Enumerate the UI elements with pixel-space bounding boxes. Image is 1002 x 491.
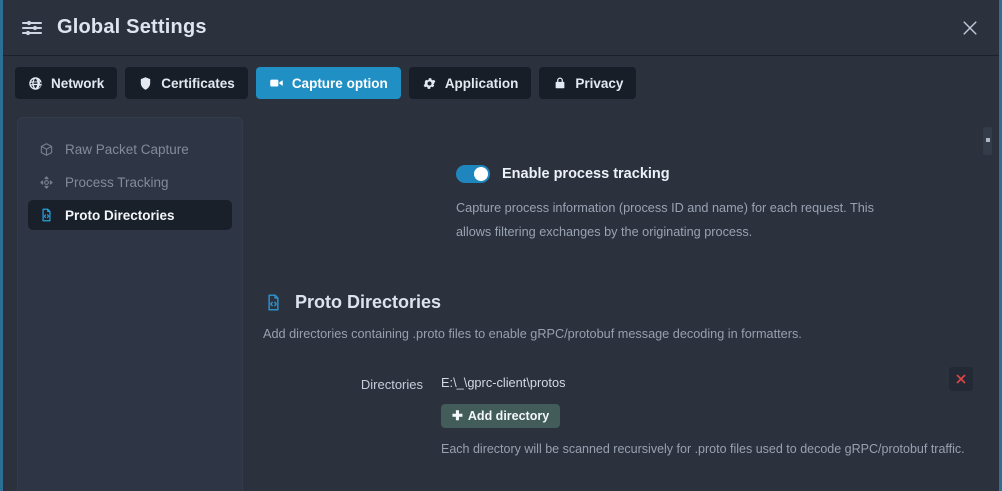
tab-label: Certificates <box>161 75 235 91</box>
add-directory-label: Add directory <box>467 408 550 423</box>
settings-main-panel: Enable process tracking Capture process … <box>243 117 999 491</box>
shield-icon <box>138 76 153 91</box>
tab-label: Network <box>51 75 105 91</box>
video-camera-icon <box>269 76 284 91</box>
window-titlebar: Global Settings <box>3 0 999 56</box>
settings-tabbar: Network Certificates Capture option <box>3 56 999 110</box>
tab-label: Application <box>444 75 519 91</box>
sidebar-item-label: Proto Directories <box>65 207 175 223</box>
sidebar-item-proto-directories[interactable]: Proto Directories <box>28 200 232 230</box>
remove-directory-button[interactable] <box>949 367 973 391</box>
directories-note: Each directory will be scanned recursive… <box>441 441 965 456</box>
sidebar-item-label: Raw Packet Capture <box>65 141 189 157</box>
plus-icon: ✚ <box>452 408 463 424</box>
tab-network[interactable]: Network <box>15 67 118 99</box>
cube-icon <box>38 141 54 157</box>
close-icon[interactable] <box>955 13 985 43</box>
gear-icon <box>422 76 437 91</box>
enable-process-tracking-row: Enable process tracking <box>243 165 999 183</box>
tab-label: Privacy <box>575 75 624 91</box>
lock-icon <box>552 76 567 91</box>
sidebar-item-label: Process Tracking <box>65 174 169 190</box>
file-code-icon <box>263 291 283 313</box>
tab-capture-option[interactable]: Capture option <box>255 67 401 99</box>
directories-field-row: Directories E:\_\gprc-client\protos ✚ Ad… <box>243 367 999 456</box>
enable-process-tracking-label: Enable process tracking <box>502 166 670 182</box>
scrollbar-thumb[interactable] <box>983 127 992 155</box>
tab-application[interactable]: Application <box>408 67 532 99</box>
sidebar-item-raw-packet-capture[interactable]: Raw Packet Capture <box>28 134 232 164</box>
section-title: Proto Directories <box>295 291 442 312</box>
vertical-scrollbar[interactable] <box>982 117 993 491</box>
sliders-icon <box>19 15 45 41</box>
sidebar-item-process-tracking[interactable]: Process Tracking <box>28 167 232 197</box>
directory-path-value[interactable]: E:\_\gprc-client\protos <box>441 375 566 390</box>
directories-field-body: E:\_\gprc-client\protos ✚ Add directory … <box>441 375 973 456</box>
globe-icon <box>28 76 43 91</box>
page-title: Global Settings <box>57 16 207 38</box>
enable-process-tracking-toggle[interactable] <box>456 165 490 183</box>
toggle-knob <box>474 167 488 181</box>
directories-label: Directories <box>360 377 423 392</box>
file-code-icon <box>38 207 54 223</box>
process-tracking-description: Capture process information (process ID … <box>456 201 874 239</box>
tab-privacy[interactable]: Privacy <box>539 67 637 99</box>
move-arrows-icon <box>38 174 54 190</box>
settings-sidebar: Raw Packet Capture Process Tracking <box>17 117 243 491</box>
proto-directories-heading: Proto Directories <box>243 291 999 313</box>
tab-label: Capture option <box>291 75 388 91</box>
add-directory-button[interactable]: ✚ Add directory <box>441 403 561 428</box>
proto-directories-description: Add directories containing .proto files … <box>263 327 802 341</box>
settings-body: Raw Packet Capture Process Tracking <box>3 110 999 491</box>
tab-certificates[interactable]: Certificates <box>125 67 248 99</box>
